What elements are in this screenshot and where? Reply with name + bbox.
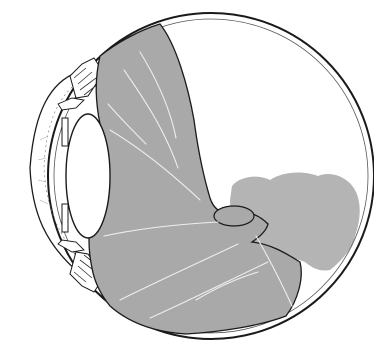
optic-disc — [214, 206, 254, 226]
cornea-hatch — [38, 136, 48, 204]
iris-top — [62, 118, 68, 146]
iris-bottom — [62, 204, 68, 232]
detached-retina — [89, 24, 301, 334]
lens — [66, 114, 110, 238]
ciliary-body-top — [58, 58, 102, 110]
